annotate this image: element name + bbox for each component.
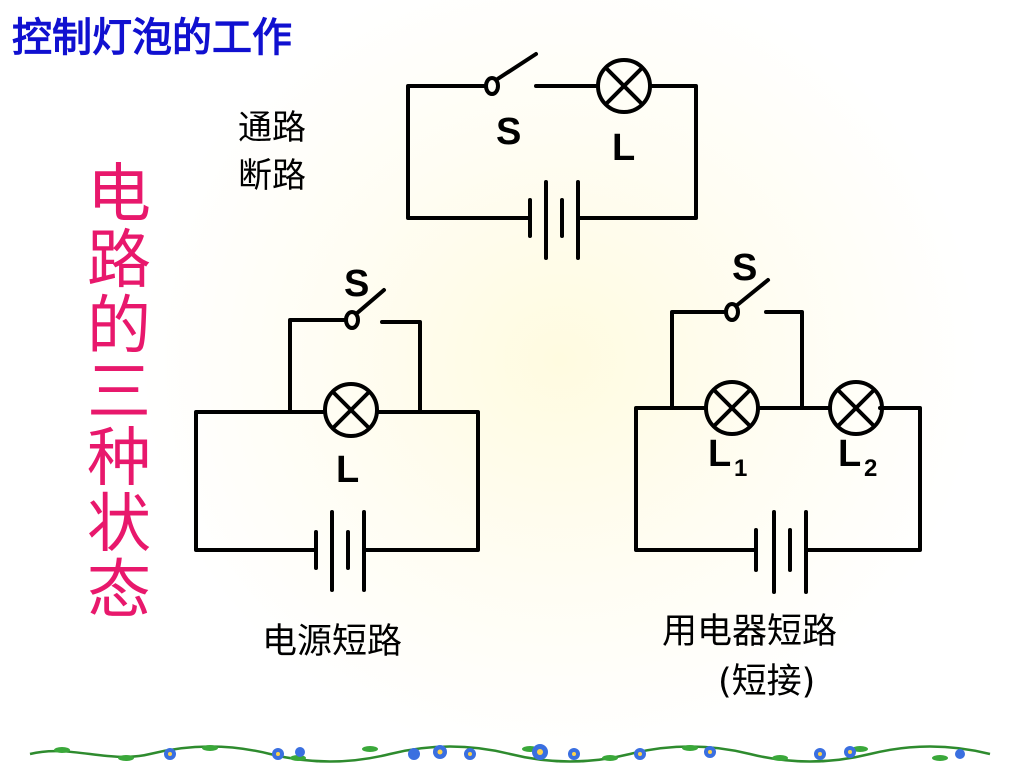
- vine-leaves: [54, 745, 948, 761]
- wire-left-outer-l: [194, 410, 326, 552]
- lamp1-subscript: 1: [734, 455, 747, 482]
- switch-label-left: S: [344, 263, 369, 305]
- switch-label-top: S: [496, 111, 521, 153]
- slide-title: 控制灯泡的工作: [12, 15, 292, 61]
- lamp-right-1: [704, 380, 760, 436]
- lamp-right-2: [828, 380, 884, 436]
- lamp-top: [596, 58, 652, 114]
- lamp-label-top: L: [612, 127, 635, 169]
- lamp-label-left: L: [336, 449, 359, 491]
- switch-top: [484, 52, 538, 96]
- wire-top-right: [576, 84, 698, 220]
- vine-flower-centers: [168, 749, 852, 756]
- switch-left: [344, 288, 386, 330]
- circuit-diagrams: S L S L: [194, 52, 922, 594]
- circuit-source-short: S L: [194, 263, 480, 592]
- lamp-left: [323, 382, 379, 438]
- lamp2-subscript: 2: [864, 455, 877, 482]
- wire-left-outer-r: [362, 410, 480, 552]
- lamp2-label: L: [838, 433, 861, 475]
- switch-label-right: S: [732, 247, 757, 289]
- circuit-top: S L: [406, 52, 698, 260]
- wire-left-switch-branch-r: [380, 320, 422, 414]
- caption-source-short: 电源短路: [262, 622, 403, 662]
- battery-right: [754, 510, 808, 594]
- vertical-title: 电路的三种状态: [87, 158, 151, 628]
- wire-right-switch-branch-r: [764, 310, 804, 410]
- wire-left-switch-branch-l: [288, 318, 348, 414]
- state-label-open: 断路: [238, 156, 306, 196]
- flower-vine-border: [29, 744, 991, 763]
- lamp1-label: L: [708, 433, 731, 475]
- wire-right-switch-branch-l: [670, 310, 728, 410]
- wire-top-left: [406, 84, 532, 220]
- battery-left: [314, 510, 366, 592]
- wire-right-outer-r: [804, 406, 922, 552]
- vine-stem: [29, 745, 991, 763]
- wire-right-outer-l: [634, 406, 758, 552]
- state-label-closed: 通路: [238, 108, 306, 148]
- caption-load-short: 用电器短路: [662, 612, 838, 652]
- circuit-load-short: S L 1 L 2: [634, 247, 922, 594]
- switch-right: [724, 278, 770, 322]
- caption-load-short-note: (短接): [718, 662, 816, 702]
- battery-top: [528, 180, 580, 260]
